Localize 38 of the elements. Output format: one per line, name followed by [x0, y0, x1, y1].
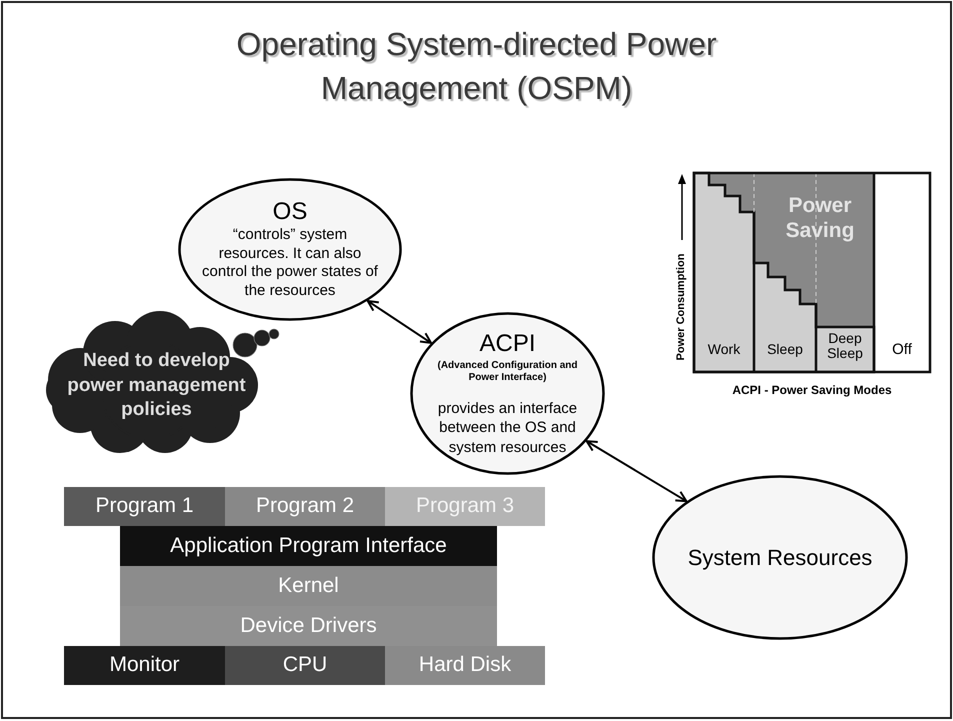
layer-block: [64, 646, 225, 685]
layer-block: [225, 487, 385, 526]
os-ellipse: [178, 178, 402, 321]
layer-label: CPU: [282, 653, 328, 678]
system-resources-ellipse: [652, 475, 908, 640]
layer-label: Monitor: [108, 653, 181, 678]
node-description: provides an interface between the OS and system resources: [436, 398, 578, 458]
layer-block: [385, 646, 545, 685]
title: Operating System-directed Power Management (OSPM): [235, 25, 718, 108]
node-title: OS: [272, 198, 308, 226]
mode-label: Sleep: [766, 341, 804, 357]
layer-label: Program 1: [94, 494, 195, 519]
mode-label: Off: [891, 341, 913, 358]
axis-label: Power Consumption: [675, 252, 687, 362]
layer-block: [120, 526, 497, 566]
acpi-ellipse: [410, 312, 605, 475]
layer-label: Application Program Interface: [169, 534, 448, 558]
layer-block: [120, 566, 497, 606]
node-description: “controls” system resources. It can also control the power states of the resources: [201, 226, 379, 301]
layer-label: Device Drivers: [239, 614, 378, 638]
node-title: System Resources: [686, 544, 874, 570]
node-title: ACPI: [478, 330, 536, 358]
double-arrow: [366, 300, 432, 344]
layer-block: [225, 646, 385, 685]
region-label: Power Saving: [784, 193, 856, 244]
chart-caption: ACPI - Power Saving Modes: [731, 383, 893, 397]
layer-label: Program 3: [414, 494, 516, 519]
layer-block: [120, 606, 497, 646]
mode-label: Deep Sleep: [826, 331, 864, 362]
layer-label: Hard Disk: [418, 653, 512, 678]
node-description: (Advanced Configuration and Power Interface): [436, 360, 578, 385]
double-arrow: [586, 440, 688, 502]
layer-block: [385, 487, 545, 526]
layer-block: [64, 487, 225, 526]
mode-label: Work: [706, 341, 742, 357]
thought-text: Need to develop power management policies: [66, 348, 247, 422]
layer-label: Kernel: [277, 574, 340, 598]
layer-label: Program 2: [254, 494, 356, 519]
